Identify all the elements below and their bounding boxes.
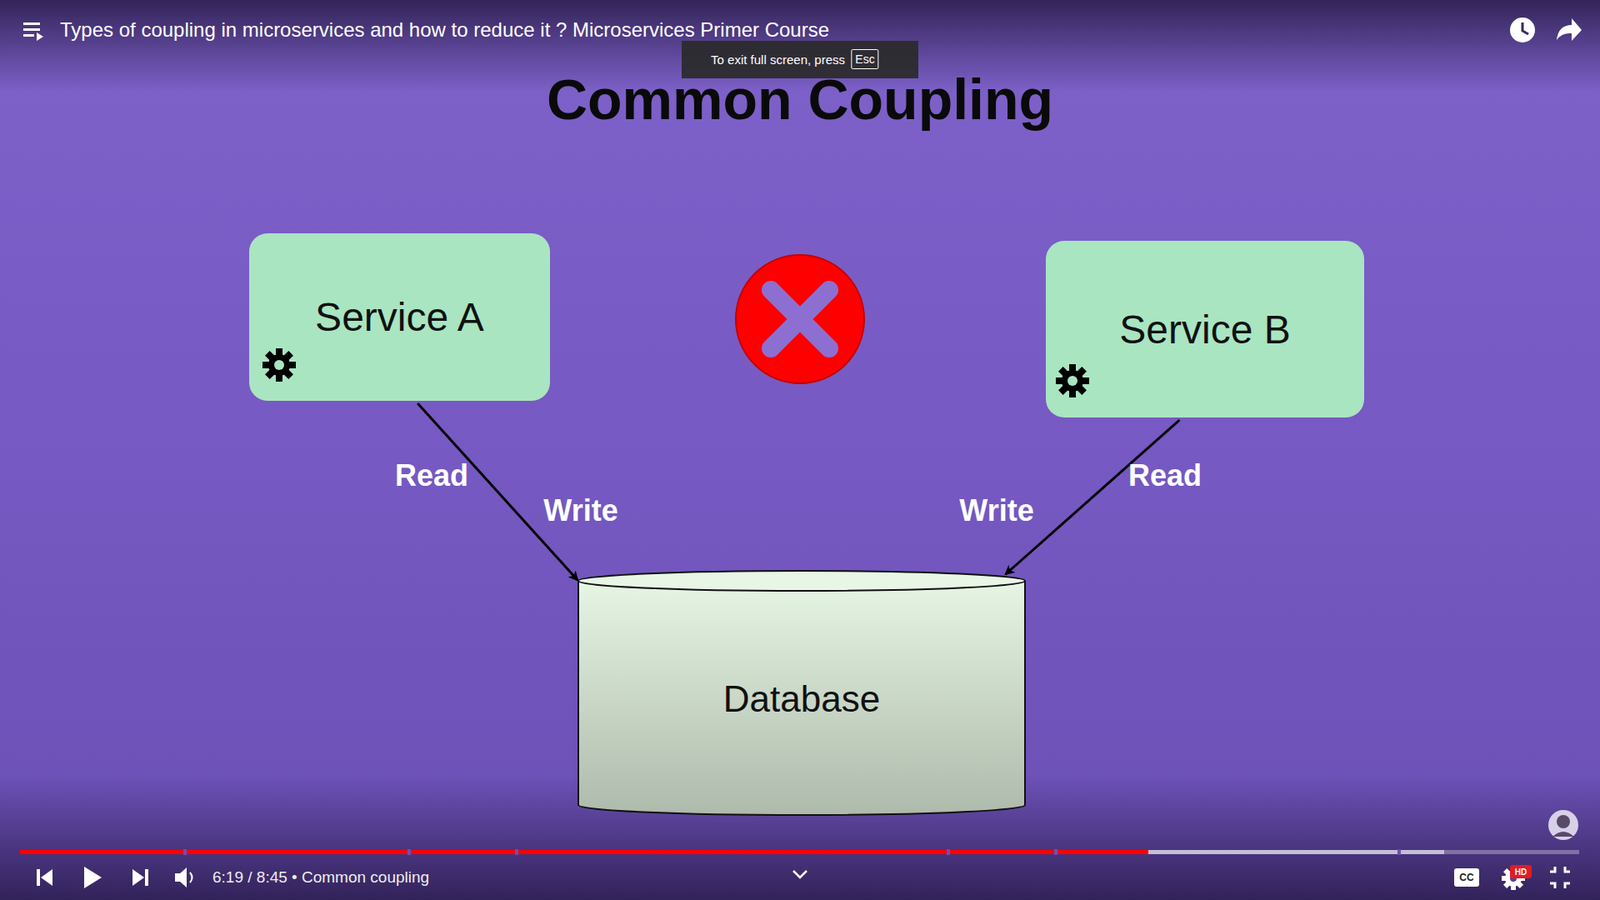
video-title: Types of coupling in microservices and h…	[60, 18, 830, 42]
access-label: Write	[959, 493, 1034, 529]
node-label: Service A	[315, 294, 485, 340]
access-label: Write	[543, 493, 618, 529]
service-box: Service B	[1045, 240, 1365, 418]
gear-icon	[259, 345, 300, 385]
fullscreen-hint: To exit full screen, press	[710, 52, 845, 67]
database-cylinder: Database	[577, 570, 1026, 816]
node-label: Service B	[1119, 306, 1290, 353]
quality-badge: HD	[1515, 867, 1527, 877]
gear-icon	[1052, 360, 1093, 401]
node-label: Database	[723, 678, 880, 720]
time-display: 6:19 / 8:45 • Common coupling	[212, 868, 430, 887]
access-label: Read	[395, 458, 469, 494]
captions-icon: CC	[1459, 871, 1474, 884]
diagram-title: Common Coupling	[546, 66, 1054, 132]
key-hint: Esc	[850, 49, 879, 70]
access-label: Read	[1128, 458, 1202, 494]
service-box: Service A	[249, 233, 550, 401]
